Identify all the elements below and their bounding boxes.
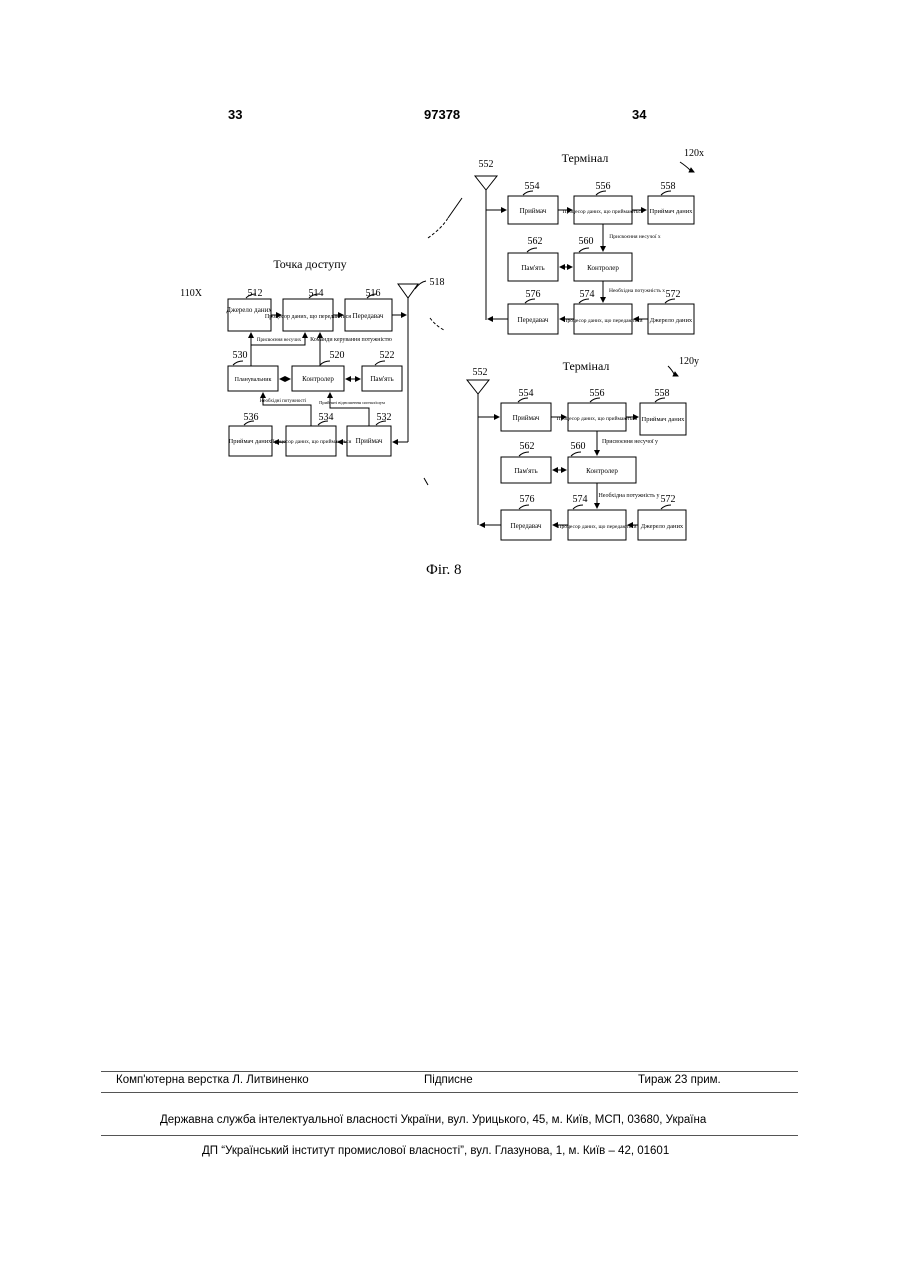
ty-antenna-ref: 552 xyxy=(473,367,488,378)
ap-title: Точка доступу xyxy=(273,257,346,271)
ty-transmitter-ref: 576 xyxy=(520,494,535,505)
ty-tx-processor-ref: 574 xyxy=(573,494,588,505)
tx-rx-processor-ref: 556 xyxy=(596,181,611,192)
ap-memory-label: Пам'ять xyxy=(370,375,393,383)
ty-data-sink-ref: 558 xyxy=(655,388,670,399)
tx-data-source-ref: 572 xyxy=(666,289,681,300)
ty-transmitter-label: Передавач xyxy=(511,522,542,530)
ap-rx-processor-ref: 534 xyxy=(319,412,334,423)
tx-ref: 120x xyxy=(684,148,704,159)
block-diagram: Точка доступу 110X 518 512 514 516 530 5… xyxy=(0,0,901,600)
ty-title: Термінал xyxy=(563,359,610,373)
ap-tx-processor-label: Процесор даних, що передаються xyxy=(265,314,351,320)
ap-rx-processor-label: Процесор даних, що приймаються xyxy=(271,438,352,445)
footer-rule-bottom xyxy=(101,1135,798,1136)
ap-data-source-ref: 512 xyxy=(248,288,263,299)
ap-transmitter-ref: 516 xyxy=(366,288,381,299)
ty-memory-ref: 562 xyxy=(520,441,535,452)
ap-transmitter-label: Передавач xyxy=(353,312,384,320)
tx-tx-processor-label: Процесор даних, що передаються xyxy=(564,318,643,324)
ap-tx-processor-ref: 514 xyxy=(309,288,324,299)
tx-carrier-assign-label: Присвоєння несучої x xyxy=(609,234,661,240)
ap-antenna-icon xyxy=(398,284,418,298)
figure-caption: Фіг. 8 xyxy=(426,562,461,579)
tx-memory-label: Пам'ять xyxy=(521,264,544,272)
ty-carrier-assign-label: Присвоєння несучої y xyxy=(602,439,658,445)
ap-data-sink-ref: 536 xyxy=(244,412,259,423)
tx-antenna-icon xyxy=(475,176,497,190)
tx-tx-processor-ref: 574 xyxy=(580,289,595,300)
circulation-note: Тираж 23 прим. xyxy=(638,1074,721,1086)
ap-data-sink-label: Приймач даних xyxy=(229,438,273,445)
ty-data-source-label: Джерело даних xyxy=(641,523,684,530)
tx-controller-label: Контролер xyxy=(587,264,619,272)
ap-receiver-ref: 532 xyxy=(377,412,392,423)
institute-address: ДП “Український інститут промислової вла… xyxy=(202,1145,669,1157)
ap-power-cmd-label: Команди керування потужністю xyxy=(310,337,392,343)
tx-data-sink-label: Приймач даних xyxy=(650,208,694,215)
ap-required-power-label: Необхідні потужності xyxy=(260,399,307,404)
ty-controller-label: Контролер xyxy=(586,467,618,475)
ap-data-source-label: Джерело даних xyxy=(226,306,272,314)
ap-carrier-assign-label: Присвоєння несучих xyxy=(257,338,302,343)
ty-receiver-label: Приймач xyxy=(513,414,540,422)
ap-scheduler-label: Планувальник xyxy=(235,377,272,383)
ap-controller-label: Контролер xyxy=(302,375,334,383)
svg-text:Процесор даних, що передаються: Процесор даних, що передаються xyxy=(265,314,351,320)
layout-credit: Комп'ютерна верстка Л. Литвиненко xyxy=(116,1074,309,1086)
signed-note: Підписне xyxy=(424,1074,473,1086)
ty-rx-processor-ref: 556 xyxy=(590,388,605,399)
tx-transmitter-label: Передавач xyxy=(518,316,549,324)
ap-received-signal-label: Прийняті відношення сигнал/шум xyxy=(319,400,385,405)
ty-data-sink-label: Приймач даних xyxy=(642,416,686,423)
svg-text:Джерело даних: Джерело даних xyxy=(226,306,272,314)
ty-antenna-icon xyxy=(467,380,489,394)
tx-title: Термінал xyxy=(562,151,609,165)
ap-controller-ref: 520 xyxy=(330,350,345,361)
tx-data-sink-ref: 558 xyxy=(661,181,676,192)
tx-transmitter-ref: 576 xyxy=(526,289,541,300)
footer-rule-middle xyxy=(101,1092,798,1093)
ap-memory-ref: 522 xyxy=(380,350,395,361)
ap-ref: 110X xyxy=(180,288,203,299)
tx-required-power-label: Необхідна потужність x xyxy=(609,287,665,294)
tx-receiver-label: Приймач xyxy=(520,207,547,215)
ty-memory-label: Пам'ять xyxy=(514,467,537,475)
tx-antenna-ref: 552 xyxy=(479,159,494,170)
ty-controller-ref: 560 xyxy=(571,441,586,452)
ty-rx-processor-label: Процесор даних, що приймаються xyxy=(557,415,638,422)
tx-data-source-label: Джерело даних xyxy=(650,317,693,324)
ap-receiver-label: Приймач xyxy=(356,437,383,445)
ty-receiver-ref: 554 xyxy=(519,388,534,399)
tx-rx-processor-label: Процесор даних, що приймаються xyxy=(563,208,644,215)
ap-scheduler-ref: 530 xyxy=(233,350,248,361)
footer-rule-top xyxy=(101,1071,798,1072)
tx-memory-ref: 562 xyxy=(528,236,543,247)
tx-receiver-ref: 554 xyxy=(525,181,540,192)
agency-address: Державна служба інтелектуальної власност… xyxy=(160,1114,706,1126)
ty-required-power-label: Необхідна потужність y xyxy=(598,492,659,499)
ty-data-source-ref: 572 xyxy=(661,494,676,505)
ty-tx-processor-label: Процесор даних, що передаються xyxy=(558,524,637,530)
ap-antenna-ref: 518 xyxy=(430,277,445,288)
tx-controller-ref: 560 xyxy=(579,236,594,247)
ty-ref: 120y xyxy=(679,356,699,367)
